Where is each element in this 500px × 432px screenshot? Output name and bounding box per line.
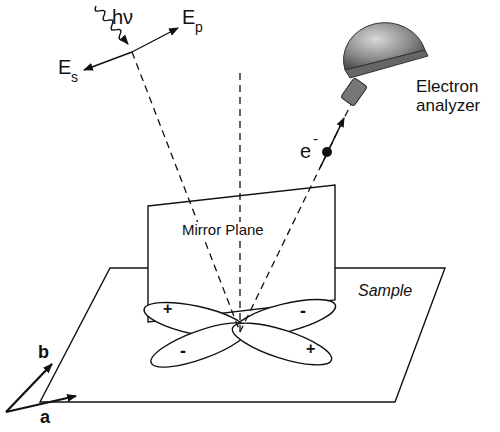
axis-label: b xyxy=(38,343,49,363)
electron-label: e xyxy=(300,140,311,162)
sign-label: + xyxy=(306,340,315,358)
sign-label: - xyxy=(180,342,186,362)
plane-label: Mirror Plane xyxy=(180,222,266,239)
sign-label: + xyxy=(163,300,172,318)
polarization-label: E xyxy=(182,6,195,28)
axis-label: a xyxy=(40,408,50,428)
analyzer-label: Electron analyzer xyxy=(416,78,496,115)
photon-label: hν xyxy=(112,6,133,28)
polarization-subscript: p xyxy=(195,20,203,35)
electron-charge: - xyxy=(313,131,318,148)
polarization-label: E xyxy=(58,56,71,78)
sample-label: Sample xyxy=(358,282,412,300)
electron-dot xyxy=(322,147,332,157)
sign-label: - xyxy=(300,302,306,322)
b-axis xyxy=(6,364,52,412)
electron-analyzer xyxy=(341,23,428,107)
beam-lines xyxy=(132,52,352,332)
ep-arrow xyxy=(132,28,178,52)
electron-arrow xyxy=(320,118,344,168)
es-arrow xyxy=(84,52,132,70)
polarization-subscript: s xyxy=(71,70,78,85)
